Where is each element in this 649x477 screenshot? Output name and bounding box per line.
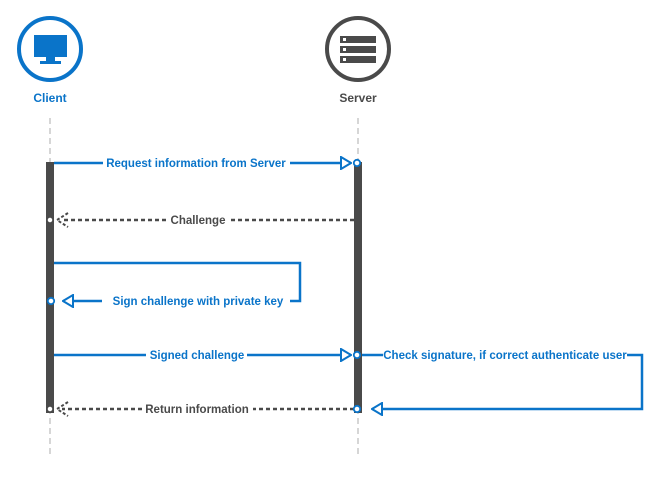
message-request: Request information from Server	[54, 158, 362, 170]
message-label: Signed challenge	[150, 350, 245, 362]
client-activation-bar	[46, 162, 54, 413]
message-challenge: Challenge	[46, 212, 354, 228]
message-label: Challenge	[171, 215, 226, 227]
server-icon	[340, 36, 376, 63]
server-activation-bar	[354, 162, 362, 413]
message-check-signature: Check signature, if correct authenticate…	[362, 350, 644, 409]
message-return-information: Return information	[46, 401, 362, 417]
message-label: Check signature, if correct authenticate…	[383, 350, 627, 362]
message-signed-challenge: Signed challenge	[54, 350, 362, 362]
client-label: Client	[33, 91, 66, 105]
server-label: Server	[339, 91, 377, 105]
monitor-icon	[34, 35, 67, 64]
message-label: Sign challenge with private key	[113, 296, 284, 308]
server-actor: Server	[325, 16, 391, 105]
message-label: Request information from Server	[106, 158, 286, 170]
message-sign-challenge: Sign challenge with private key	[46, 261, 302, 308]
message-label: Return information	[145, 404, 249, 416]
client-actor: Client	[17, 16, 83, 105]
